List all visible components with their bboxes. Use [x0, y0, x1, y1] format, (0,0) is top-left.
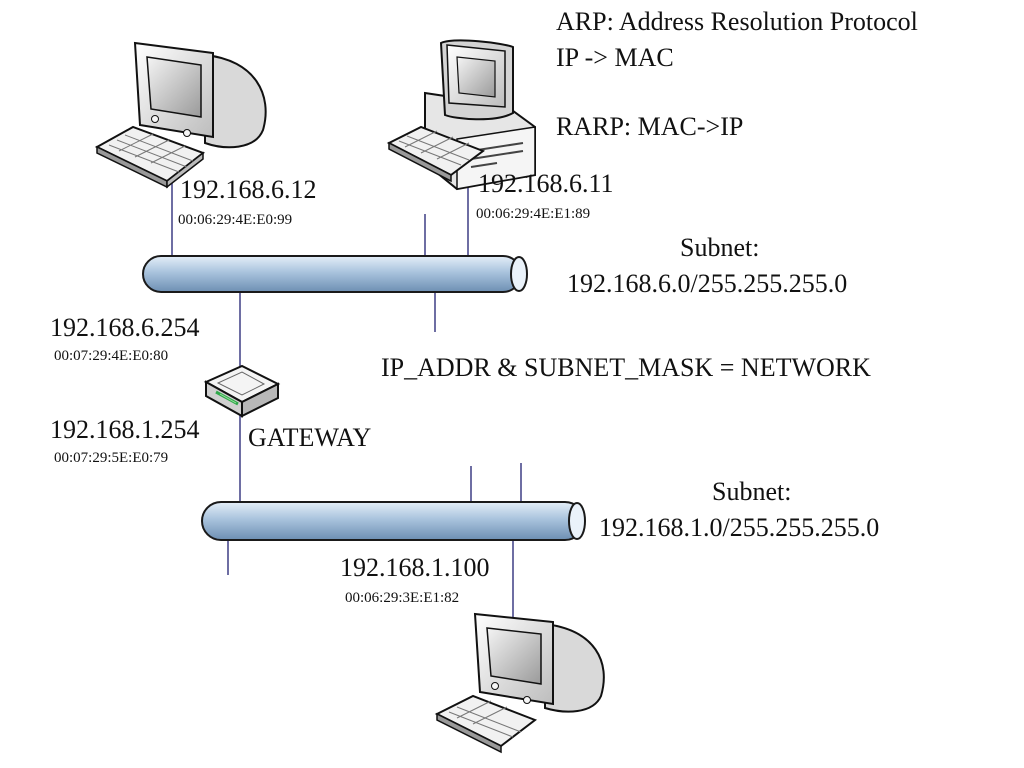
- subnet-network: 192.168.6.0/255.255.255.0: [567, 269, 847, 298]
- host-mac-label: 00:06:29:4E:E0:99: [178, 212, 292, 228]
- keyboard-icon: [94, 125, 206, 189]
- arp-mapping: IP -> MAC: [556, 43, 674, 72]
- host-mac-label: 00:06:29:3E:E1:82: [345, 590, 459, 606]
- desktop-pc-icon: [386, 39, 536, 191]
- rarp-mapping: RARP: MAC->IP: [556, 112, 743, 141]
- arp-definition: ARP: Address Resolution Protocol: [556, 7, 918, 36]
- computer-monitor-icon: [94, 41, 267, 189]
- gateway-interface-ip: 192.168.6.254: [50, 313, 200, 342]
- host-mac-label: 00:06:29:4E:E1:89: [476, 206, 590, 222]
- gateway-label: GATEWAY: [248, 423, 371, 452]
- host-ip-label: 192.168.6.12: [180, 175, 317, 204]
- host-ip-label: 192.168.1.100: [340, 553, 490, 582]
- gateway-interface-mac: 00:07:29:4E:E0:80: [54, 348, 168, 364]
- network-formula: IP_ADDR & SUBNET_MASK = NETWORK: [381, 353, 871, 382]
- gateway-interface-mac: 00:07:29:5E:E0:79: [54, 450, 168, 466]
- subnet-network: 192.168.1.0/255.255.255.0: [599, 513, 879, 542]
- keyboard-icon: [434, 694, 538, 754]
- gateway-interface-ip: 192.168.1.254: [50, 415, 200, 444]
- keyboard-icon: [386, 125, 486, 183]
- computer-monitor-icon: [434, 612, 605, 754]
- host-ip-label: 192.168.6.11: [478, 169, 614, 198]
- subnet-bus-2: [201, 501, 586, 541]
- subnet-bus-1: [142, 255, 528, 293]
- subnet-label: Subnet:: [712, 477, 791, 506]
- router-icon: [203, 364, 281, 418]
- subnet-label: Subnet:: [680, 233, 759, 262]
